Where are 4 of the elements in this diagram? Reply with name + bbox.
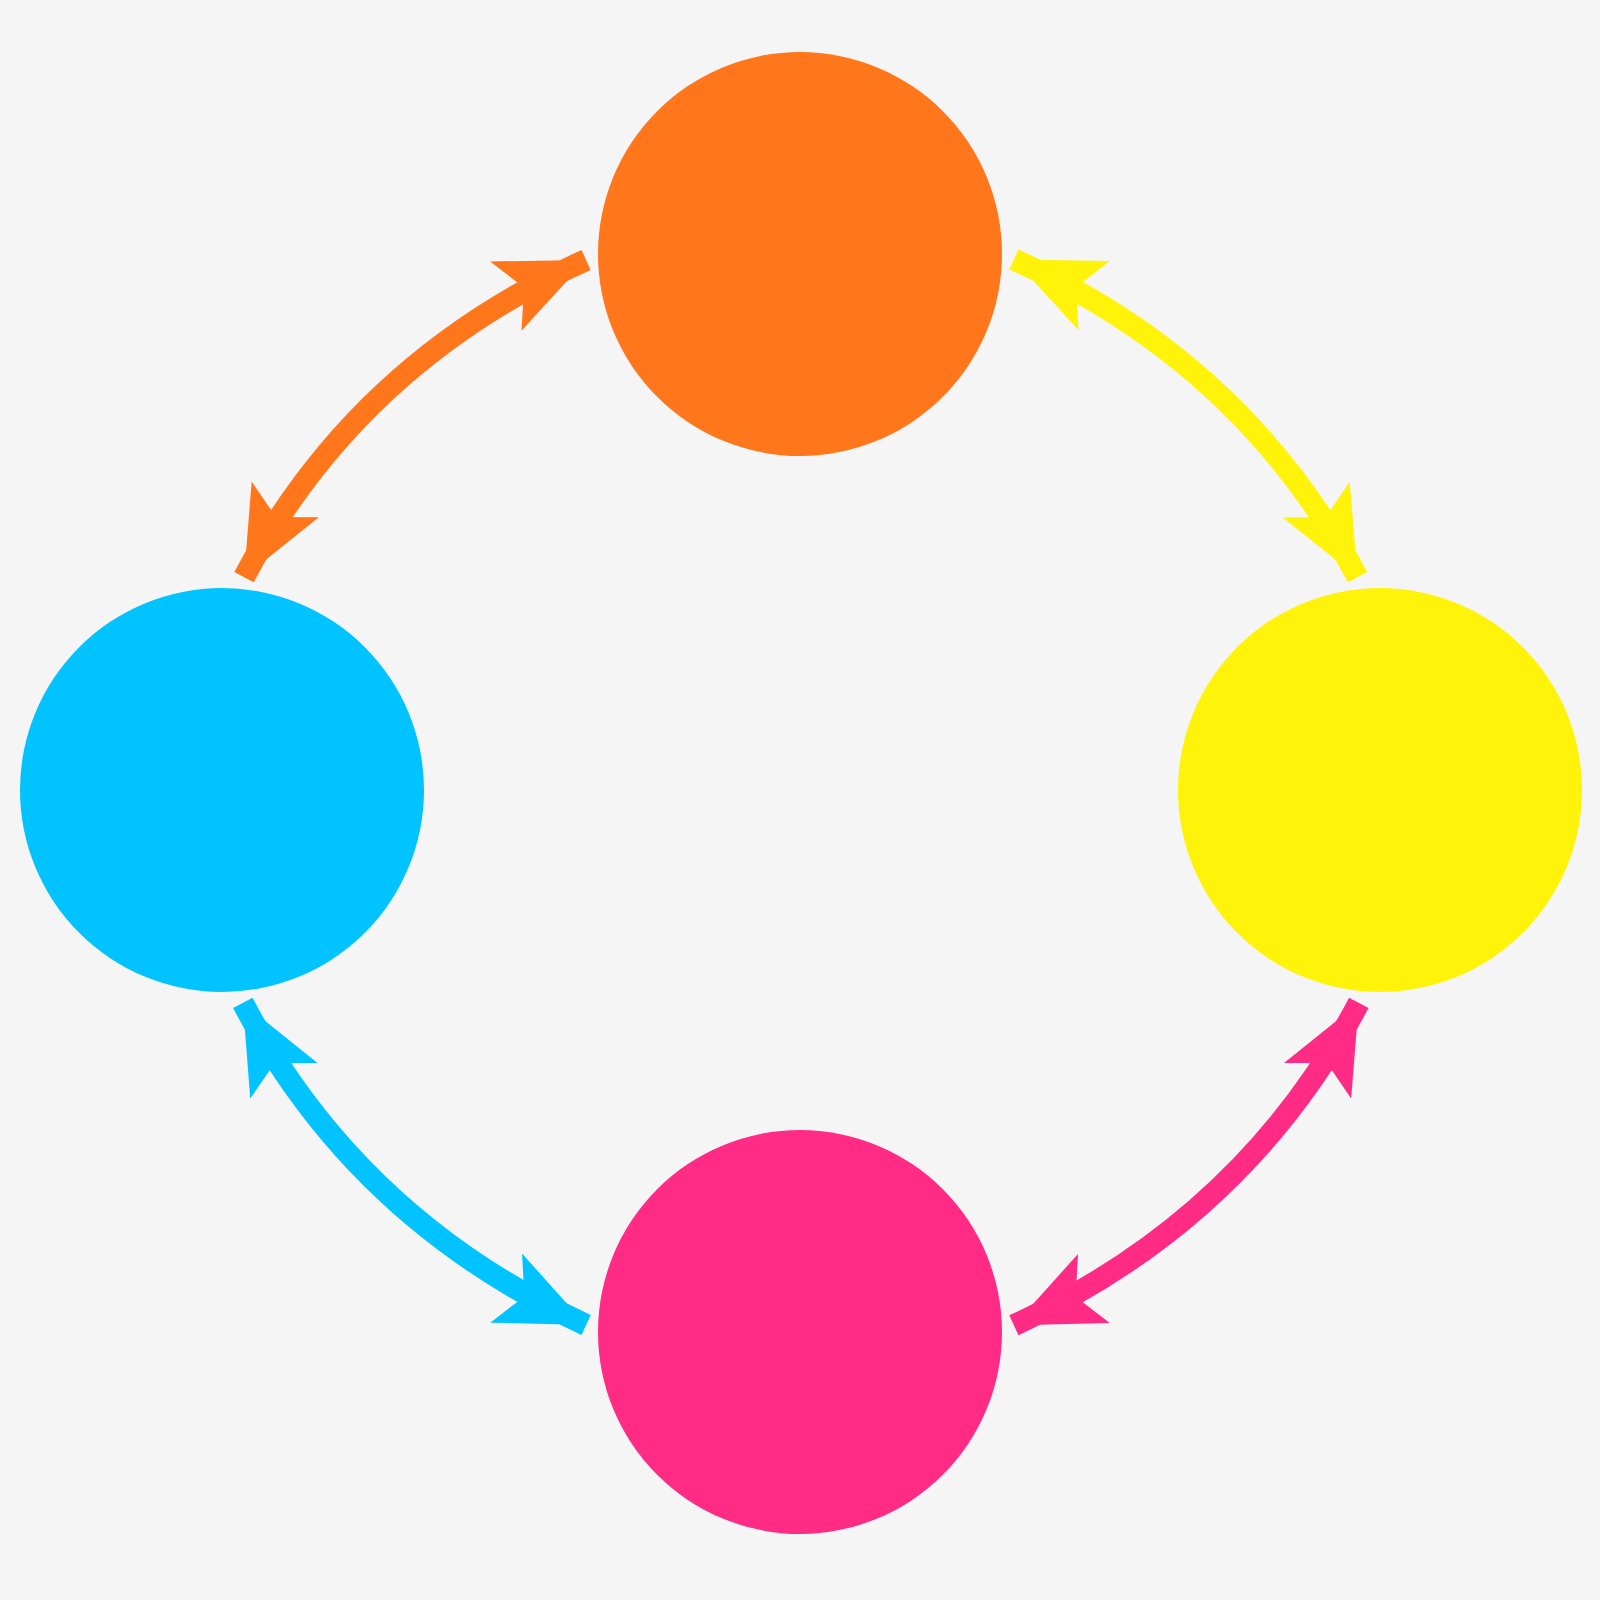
double-headed-arrow bbox=[1009, 249, 1368, 583]
double-headed-arrow bbox=[1009, 997, 1369, 1336]
double-headed-arrow bbox=[234, 250, 591, 583]
double-headed-arrow bbox=[233, 997, 591, 1335]
